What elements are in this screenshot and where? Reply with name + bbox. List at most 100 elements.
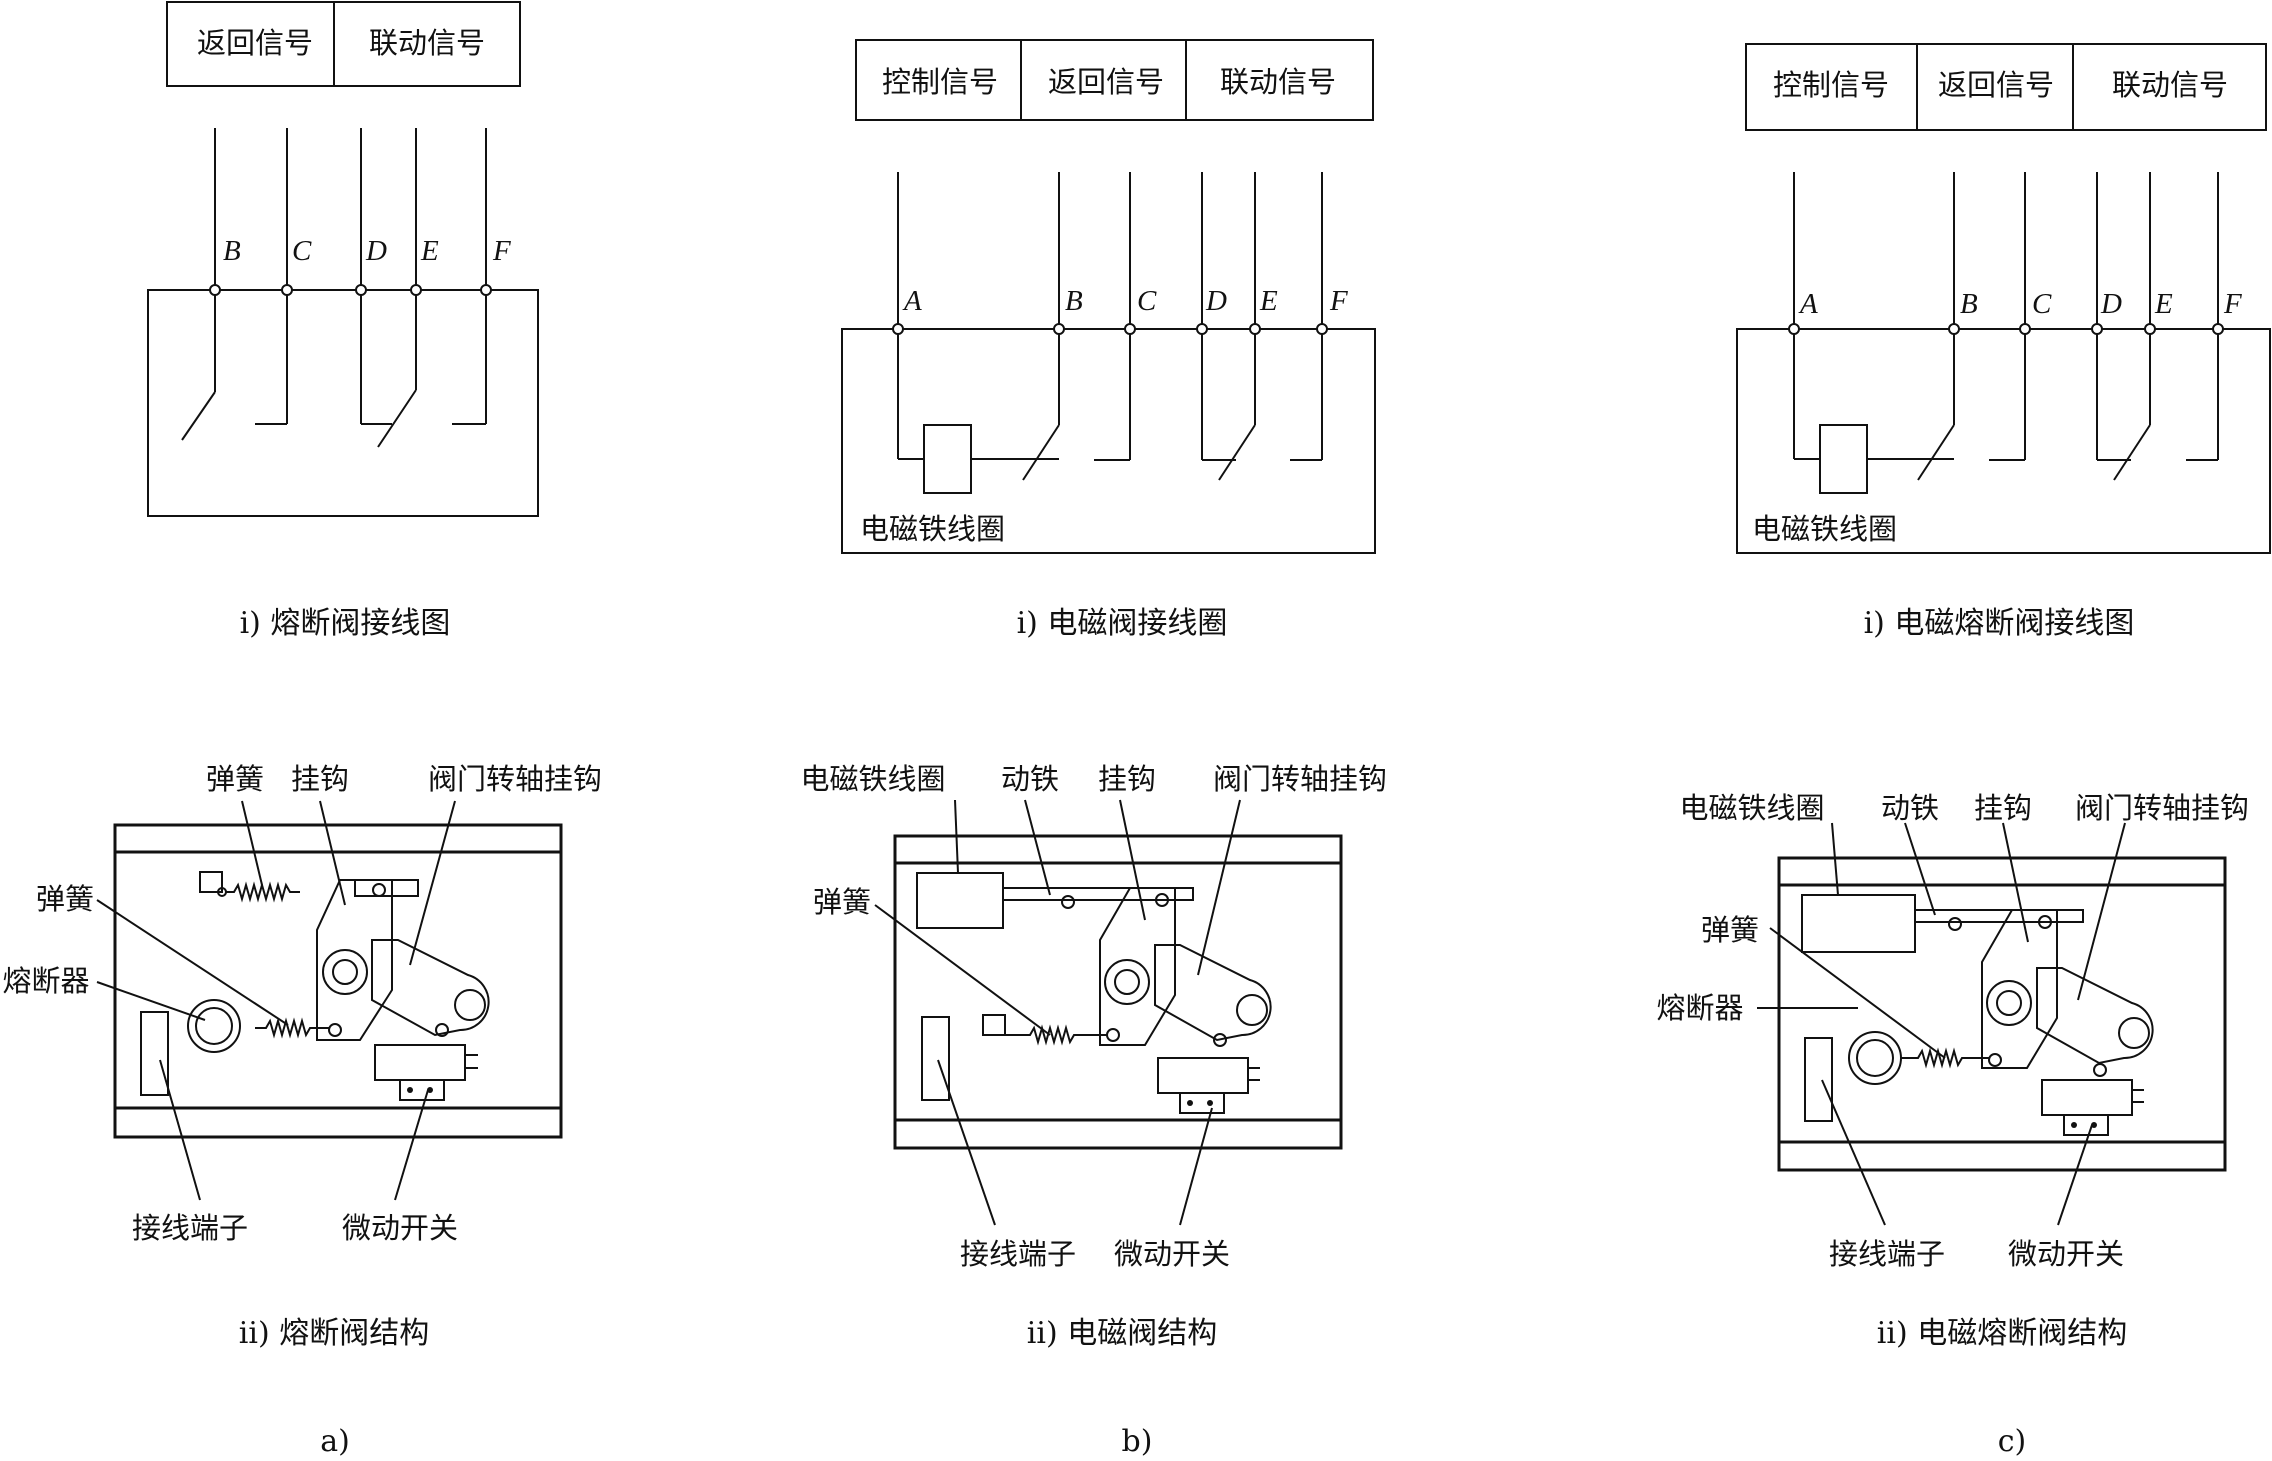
- panel-c-label-coil: 电磁铁线圈: [1679, 791, 1824, 825]
- panel-c-signal-linkage: 联动信号: [2112, 68, 2228, 102]
- panel-a-pin-f: F: [492, 235, 511, 267]
- panel-a-terminal-block: [140, 1011, 169, 1096]
- panel-a-pin-c: C: [292, 235, 312, 267]
- panel-b-pin-c: C: [1137, 285, 1157, 317]
- panel-c-signal-box: [1745, 43, 2267, 131]
- panel-a-structure-caption: ii) 熔断阀结构: [239, 1316, 429, 1351]
- panel-b-label-microswitch: 微动开关: [1114, 1237, 1230, 1271]
- panel-c-housing: [1777, 856, 2227, 1172]
- panel-b-label-coil: 电磁铁线圈: [800, 762, 945, 796]
- panel-a-sublabel: a): [320, 1424, 350, 1459]
- panel-b-structure: 电磁铁线圈 动铁 挂钩 阀门转轴挂钩 弹簧 接线端子 微动开关 ii) 电磁阀结…: [800, 762, 1387, 1459]
- panel-a-label-spring-side: 弹簧: [36, 882, 94, 916]
- panel-c-armature: [1914, 909, 2084, 923]
- panel-b-hook: [1099, 887, 1176, 1046]
- panel-c-hook: [1981, 909, 2058, 1069]
- panel-c-spring: [1900, 1047, 1990, 1069]
- panel-c-signal-return: 返回信号: [1938, 68, 2054, 102]
- panel-c-sublabel: c): [1998, 1424, 2027, 1459]
- panel-a-wiring-caption: i) 熔断阀接线图: [240, 606, 451, 641]
- panel-a-label-spring-top: 弹簧: [206, 762, 264, 796]
- panel-a-side-spring: [255, 1017, 329, 1039]
- panel-c-label-terminal: 接线端子: [1829, 1237, 1945, 1271]
- panel-b-label-hook: 挂钩: [1098, 762, 1156, 796]
- panel-a-label-fuse: 熔断器: [2, 964, 89, 998]
- panel-c-label-microswitch: 微动开关: [2008, 1237, 2124, 1271]
- panel-b-microswitch: [1157, 1057, 1249, 1094]
- panel-b-valve-body: [841, 328, 1376, 554]
- panel-b-pin-b: B: [1065, 285, 1083, 317]
- panel-b-sublabel: b): [1122, 1424, 1153, 1459]
- panel-c-structure-caption: ii) 电磁熔断阀结构: [1877, 1316, 2127, 1351]
- panel-b-valve-shaft-hook: [1154, 944, 1272, 1042]
- panel-a-pin-b: B: [223, 235, 241, 267]
- panel-a-wiring: 返回信号 联动信号 B C D E F i) 熔断阀接线图: [147, 1, 539, 641]
- panel-b-signal-linkage: 联动信号: [1220, 65, 1336, 99]
- panel-c-valve-shaft-hook: [2036, 967, 2154, 1065]
- panel-a-top-spring: [226, 881, 300, 903]
- panel-a-label-valve-hook: 阀门转轴挂钩: [428, 762, 602, 796]
- panel-a-label-hook: 挂钩: [291, 762, 349, 796]
- panel-a-label-microswitch: 微动开关: [342, 1211, 458, 1245]
- panel-c-pin-f: F: [2223, 288, 2242, 320]
- panel-b-coil: [923, 424, 972, 494]
- panel-a-valve-shaft-hook: [371, 939, 490, 1037]
- panel-b-coil-label: 电磁铁线圈: [860, 512, 1005, 546]
- panel-b-pin-f: F: [1329, 285, 1348, 317]
- panel-b-structure-caption: ii) 电磁阀结构: [1027, 1316, 1217, 1351]
- panel-b-spring-anchor: [982, 1014, 1006, 1036]
- panel-a-microswitch: [374, 1044, 466, 1081]
- panel-c-terminal-block: [1804, 1037, 1833, 1122]
- panel-b-housing: [893, 834, 1343, 1150]
- panel-c-fuse: [1848, 1031, 1902, 1085]
- panel-b-signal-return: 返回信号: [1048, 65, 1164, 99]
- panel-a-pin-e: E: [420, 235, 439, 267]
- panel-c-coil-label: 电磁铁线圈: [1752, 512, 1897, 546]
- panel-a-spring-anchor-top: [199, 871, 223, 893]
- panel-a-signal-return: 返回信号: [197, 26, 313, 60]
- panel-a-structure: 弹簧 挂钩 阀门转轴挂钩 弹簧 熔断器 接线端子 微动开关 ii) 熔断阀结构 …: [2, 762, 602, 1459]
- panel-c-microswitch: [2041, 1079, 2133, 1116]
- panel-c-pin-e: E: [2154, 288, 2173, 320]
- panel-a-valve-body: [147, 289, 539, 517]
- panel-b-pin-d: D: [1205, 285, 1227, 317]
- panel-b-signal-box: [855, 39, 1374, 121]
- panel-c-label-armature: 动铁: [1881, 791, 1939, 825]
- panel-b-pin-e: E: [1259, 285, 1278, 317]
- panel-a-label-terminal: 接线端子: [132, 1211, 248, 1245]
- panel-b-terminal-block: [921, 1016, 950, 1101]
- panel-c-label-valve-hook: 阀门转轴挂钩: [2075, 791, 2249, 825]
- panel-c-coil-block: [1801, 894, 1916, 953]
- panel-a-housing: [113, 823, 563, 1139]
- panel-c-label-fuse: 熔断器: [1656, 991, 1743, 1025]
- panel-c-label-spring: 弹簧: [1701, 913, 1759, 947]
- panel-b-spring: [1005, 1024, 1107, 1046]
- panel-b-label-valve-hook: 阀门转轴挂钩: [1213, 762, 1387, 796]
- panel-b-pin-a: A: [902, 285, 922, 317]
- panel-b-armature: [1002, 887, 1194, 901]
- panel-a-fuse: [187, 999, 241, 1053]
- panel-b-label-armature: 动铁: [1001, 762, 1059, 796]
- panel-c-wiring: 控制信号 返回信号 联动信号 A B C D E F 电: [1736, 43, 2271, 641]
- panel-c-valve-body: [1736, 328, 2271, 554]
- panel-b-signal-control: 控制信号: [882, 65, 998, 99]
- panel-b-coil-block: [916, 872, 1004, 929]
- panel-c-signal-control: 控制信号: [1773, 68, 1889, 102]
- panel-c-wiring-caption: i) 电磁熔断阀接线图: [1864, 606, 2135, 641]
- panel-c-structure: 电磁铁线圈 动铁 挂钩 阀门转轴挂钩 弹簧 熔断器 接线端子 微动开关 ii) …: [1656, 791, 2249, 1459]
- panel-c-pin-d: D: [2100, 288, 2122, 320]
- panel-b-wiring: 控制信号 返回信号 联动信号 A B C D E F: [841, 39, 1376, 641]
- panel-c-pin-c: C: [2032, 288, 2052, 320]
- panel-c-pin-a: A: [1798, 288, 1818, 320]
- panel-a-signal-box: [166, 1, 521, 87]
- panel-c-label-hook: 挂钩: [1974, 791, 2032, 825]
- panel-c-coil: [1819, 424, 1868, 494]
- panel-b-wiring-caption: i) 电磁阀接线圈: [1017, 606, 1228, 641]
- panel-a-hook: [316, 879, 393, 1041]
- panel-b-label-terminal: 接线端子: [960, 1237, 1076, 1271]
- panel-c-pin-b: B: [1960, 288, 1978, 320]
- panel-b-label-spring: 弹簧: [813, 885, 871, 919]
- panel-a-pin-d: D: [365, 235, 387, 267]
- panel-a-signal-linkage: 联动信号: [369, 26, 485, 60]
